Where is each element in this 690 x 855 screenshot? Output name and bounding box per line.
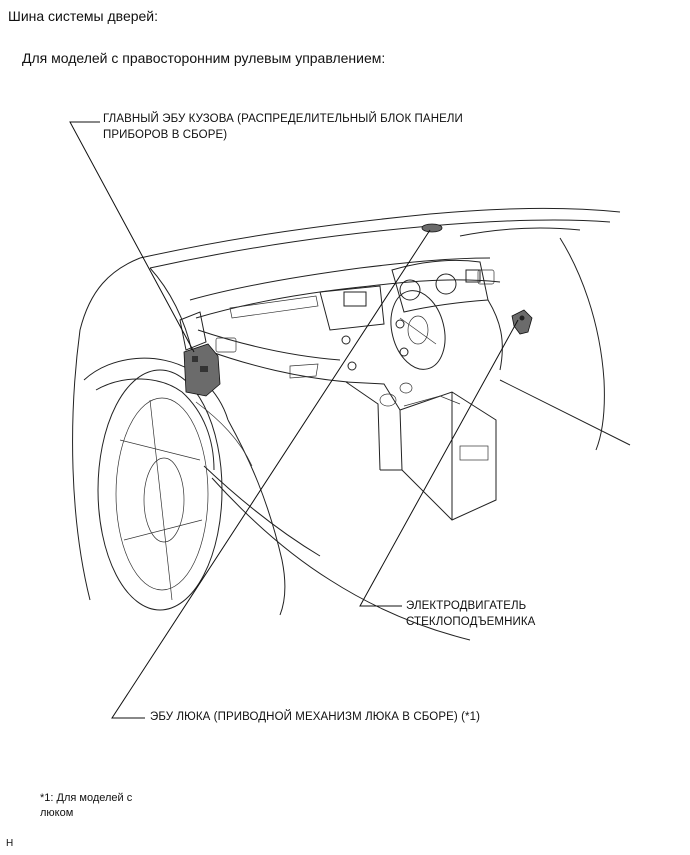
- dashboard: [189, 257, 503, 383]
- callout-sunroof-ecu: ЭБУ ЛЮКА (ПРИВОДНОЙ МЕХАНИЗМ ЛЮКА В СБОР…: [150, 711, 481, 723]
- callout-body-ecu-line1: ГЛАВНЫЙ ЭБУ КУЗОВА (РАСПРЕДЕЛИТЕЛЬНЫЙ БЛ…: [103, 113, 463, 125]
- leader-sunroof-ecu: [111, 229, 431, 719]
- page-subtitle: Для моделей с правосторонним рулевым упр…: [22, 50, 386, 66]
- callout-body-ecu: ГЛАВНЫЙ ЭБУ КУЗОВА (РАСПРЕДЕЛИТЕЛЬНЫЙ БЛ…: [103, 111, 463, 143]
- leader-window-motor: [359, 319, 519, 607]
- leader-body-ecu: [69, 121, 195, 353]
- callout-body-ecu-line2: ПРИБОРОВ В СБОРЕ): [103, 129, 228, 141]
- callout-window-motor: ЭЛЕКТРОДВИГАТЕЛЬ СТЕКЛОПОДЪЕМНИКА: [406, 598, 535, 630]
- body-ecu-part: [179, 311, 221, 397]
- corner-mark: H: [6, 838, 14, 849]
- window-motor-part: [511, 309, 533, 335]
- car-body-outline: [72, 207, 631, 601]
- front-wheel: [83, 357, 286, 616]
- footnote: *1: Для моделей с люком: [40, 791, 132, 821]
- footnote-line1: *1: Для моделей с: [40, 792, 133, 804]
- sunroof-ecu-part: [421, 223, 443, 233]
- leader-lines: [69, 121, 519, 719]
- footnote-line2: люком: [40, 807, 74, 819]
- center-console: [345, 381, 497, 521]
- door-sill: [195, 401, 471, 641]
- callout-window-motor-line1: ЭЛЕКТРОДВИГАТЕЛЬ: [406, 600, 527, 612]
- callout-window-motor-line2: СТЕКЛОПОДЪЕМНИКА: [406, 616, 536, 628]
- page-title: Шина системы дверей:: [8, 8, 159, 24]
